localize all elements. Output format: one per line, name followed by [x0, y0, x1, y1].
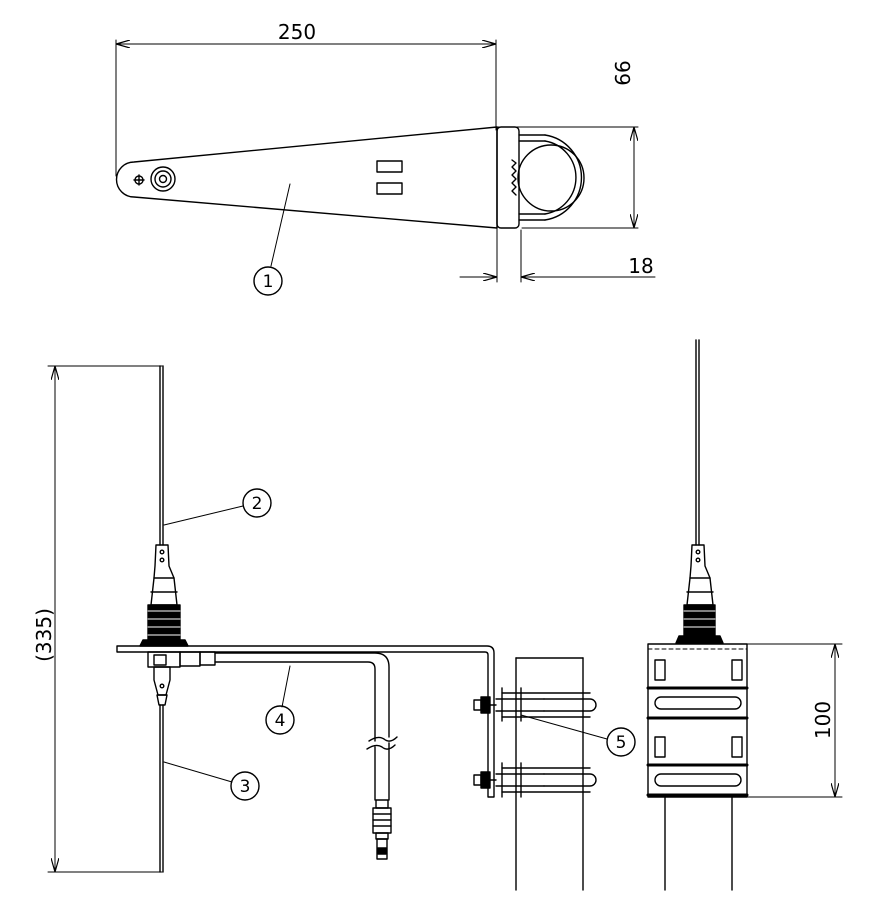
front-mast	[664, 796, 733, 891]
dim-250-label: 250	[278, 20, 316, 44]
bracket-arm	[115, 126, 498, 229]
dim-18-label: 18	[628, 254, 653, 278]
dimension-100: 100	[746, 643, 843, 798]
front-upper-element	[695, 339, 700, 546]
mounting-plate	[116, 645, 495, 798]
callout-2-label: 2	[252, 494, 263, 514]
front-clamp-lower	[646, 763, 749, 797]
callout-5-label: 5	[616, 733, 627, 753]
front-clamp-upper	[646, 686, 749, 720]
dim-100-label: 100	[811, 701, 835, 739]
underside-fitting	[147, 651, 216, 706]
callout-3-label: 3	[240, 777, 251, 797]
front-view: 100	[646, 339, 843, 891]
dimension-250: 250	[115, 20, 497, 177]
base-connector	[139, 604, 189, 647]
callout-3: 3	[163, 761, 260, 801]
dimension-66: 66	[496, 60, 639, 229]
callout-4: 4	[265, 665, 295, 735]
dim-335-label: (335)	[32, 608, 56, 662]
upper-element	[159, 365, 164, 546]
front-plate	[647, 643, 748, 798]
callout-2: 2	[163, 488, 272, 526]
front-coil-cover	[686, 544, 714, 606]
front-base-connector	[675, 604, 724, 644]
dim-66-label: 66	[611, 60, 635, 85]
pipe-clamp	[496, 126, 585, 229]
u-bolt-upper	[473, 687, 597, 722]
callout-1: 1	[253, 183, 291, 296]
side-view: (335)	[32, 365, 636, 891]
upper-coil-cover	[150, 544, 178, 606]
callout-5: 5	[520, 714, 636, 757]
lower-element	[159, 704, 164, 873]
dimension-335: (335)	[32, 365, 163, 873]
coax-cable	[214, 652, 398, 860]
dimension-18: 18	[459, 227, 656, 283]
callout-1-label: 1	[263, 272, 274, 292]
top-view: 250 66 18 1	[115, 20, 656, 296]
callout-4-label: 4	[275, 711, 286, 731]
u-bolt-lower	[473, 762, 597, 798]
